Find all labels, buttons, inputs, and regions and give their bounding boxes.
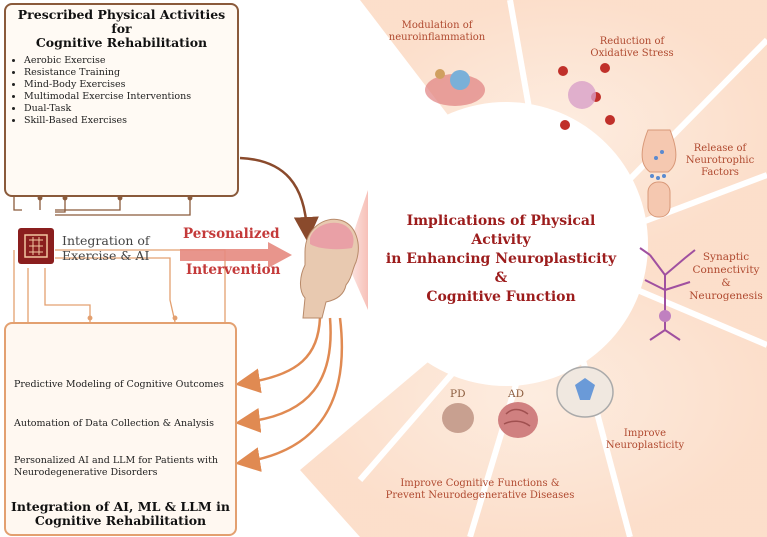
exercise-title-line2: Cognitive Rehabilitation [35, 35, 208, 50]
center-title-line3: Cognitive Function [426, 289, 576, 305]
ai-item-personalized-line2: Neurodegenerative Disorders [14, 467, 158, 478]
petal3-line1: Release of [693, 143, 747, 154]
petal3-line3: Factors [701, 167, 739, 178]
integration-label: Integration of Exercise & AI [62, 233, 150, 263]
list-item: Multimodal Exercise Interventions [24, 91, 237, 103]
label-intervention: Intervention [186, 262, 281, 278]
arrow-exercise-to-head [239, 156, 319, 242]
petal5-line2: Neuroplasticity [605, 440, 685, 451]
list-item: Aerobic Exercise [24, 55, 237, 67]
center-circle [364, 102, 648, 386]
petal6-line2: Prevent Neurodegenerative Diseases [385, 490, 575, 501]
ai-item-automation: Automation of Data Collection & Analysis [14, 418, 214, 429]
petal2-line1: Reduction of [599, 36, 665, 47]
arrows-to-ai [235, 317, 344, 472]
ai-item-personalized-line1: Personalized AI and LLM for Patients wit… [14, 455, 219, 466]
petal4-line3: & [721, 277, 731, 289]
petal4-line4: Neurogenesis [689, 290, 763, 302]
label-personalized: Personalized [183, 226, 280, 242]
chip-icon [18, 228, 54, 264]
label-pd: PD [450, 388, 466, 400]
ai-panel-footer: Integration of AI, ML & LLM in Cognitive… [6, 500, 235, 528]
petal-synaptic: Synaptic Connectivity & Neurogenesis [686, 251, 766, 303]
ai-connectors [13, 249, 226, 323]
activity-list: Aerobic Exercise Resistance Training Min… [6, 55, 237, 127]
arrow-personalized-intervention [180, 242, 292, 268]
ai-panel: Predictive Modeling of Cognitive Outcome… [4, 322, 237, 536]
petal6-line1: Improve Cognitive Functions & [400, 478, 560, 489]
petal-neurotrophic: Release of Neurotrophic Factors [680, 143, 760, 179]
petal3-line2: Neurotrophic [685, 155, 755, 166]
petal5-line1: Improve [623, 428, 667, 439]
center-title: Implications of Physical Activity in Enh… [378, 212, 624, 307]
center-title-line2: in Enhancing Neuroplasticity & [385, 251, 617, 286]
exercise-title-line1: Prescribed Physical Activities for [17, 7, 226, 36]
petal-illustrations [425, 63, 696, 438]
exercise-panel: Prescribed Physical Activities for Cogni… [4, 3, 239, 197]
list-item: Dual-Task [24, 103, 237, 115]
ai-item-predictive: Predictive Modeling of Cognitive Outcome… [14, 379, 224, 390]
petal2-line2: Oxidative Stress [590, 48, 674, 59]
list-item: Resistance Training [24, 67, 237, 79]
exercise-panel-title: Prescribed Physical Activities for Cogni… [6, 8, 237, 50]
petal4-line2: Connectivity [692, 264, 760, 276]
petal1-line2: neuroinflammation [388, 32, 486, 43]
integration-line1: Integration of [62, 233, 150, 248]
list-item: Skill-Based Exercises [24, 115, 237, 127]
integration-line2: Exercise & AI [62, 248, 150, 263]
petal-oxidative-stress: Reduction of Oxidative Stress [582, 36, 682, 60]
ai-footer-line1: Integration of AI, ML & LLM in [11, 499, 230, 514]
petal-neuroinflammation: Modulation of neuroinflammation [382, 20, 492, 44]
list-item: Mind-Body Exercises [24, 79, 237, 91]
ai-footer-line2: Cognitive Rehabilitation [34, 513, 207, 528]
label-ad: AD [508, 388, 525, 400]
petal1-line1: Modulation of [401, 20, 473, 31]
petal-cognitive-functions: Improve Cognitive Functions & Prevent Ne… [380, 478, 580, 502]
head-illustration [300, 218, 359, 319]
petal-neuroplasticity: Improve Neuroplasticity [600, 428, 690, 452]
center-title-line1: Implications of Physical Activity [406, 213, 596, 248]
petal4-line1: Synaptic [702, 251, 750, 263]
